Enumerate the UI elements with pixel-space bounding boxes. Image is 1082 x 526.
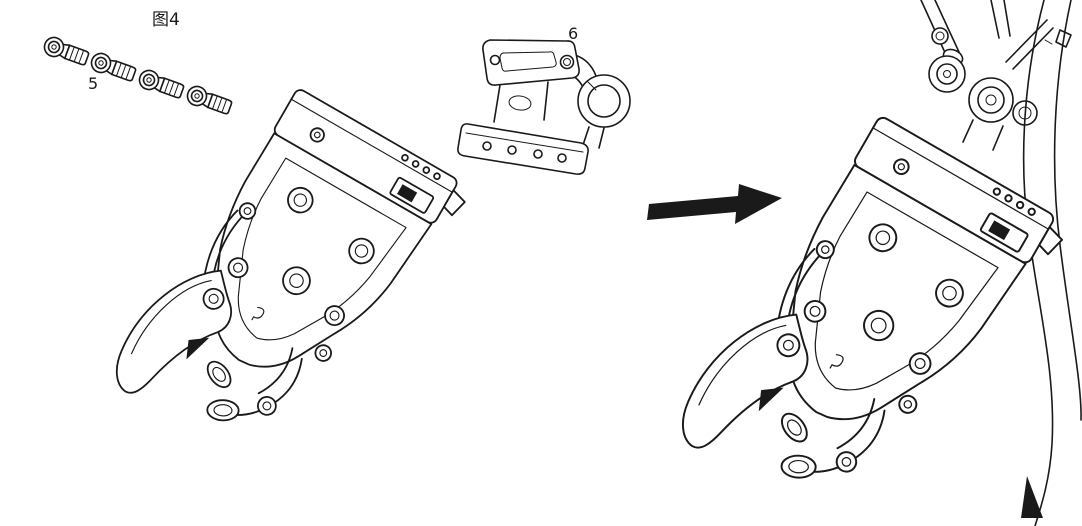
screws-illustration [41,34,234,118]
exploded-gripper-illustration [103,75,474,492]
part-label-5: 5 [88,74,99,93]
assembly-arrow-icon [647,184,782,224]
figure-title: 图4 [152,10,180,30]
assembled-gripper-illustration [668,102,1072,526]
robot-arm-illustration [920,0,1082,526]
bracket-part-illustration [457,39,631,175]
part-label-6: 6 [568,24,579,43]
